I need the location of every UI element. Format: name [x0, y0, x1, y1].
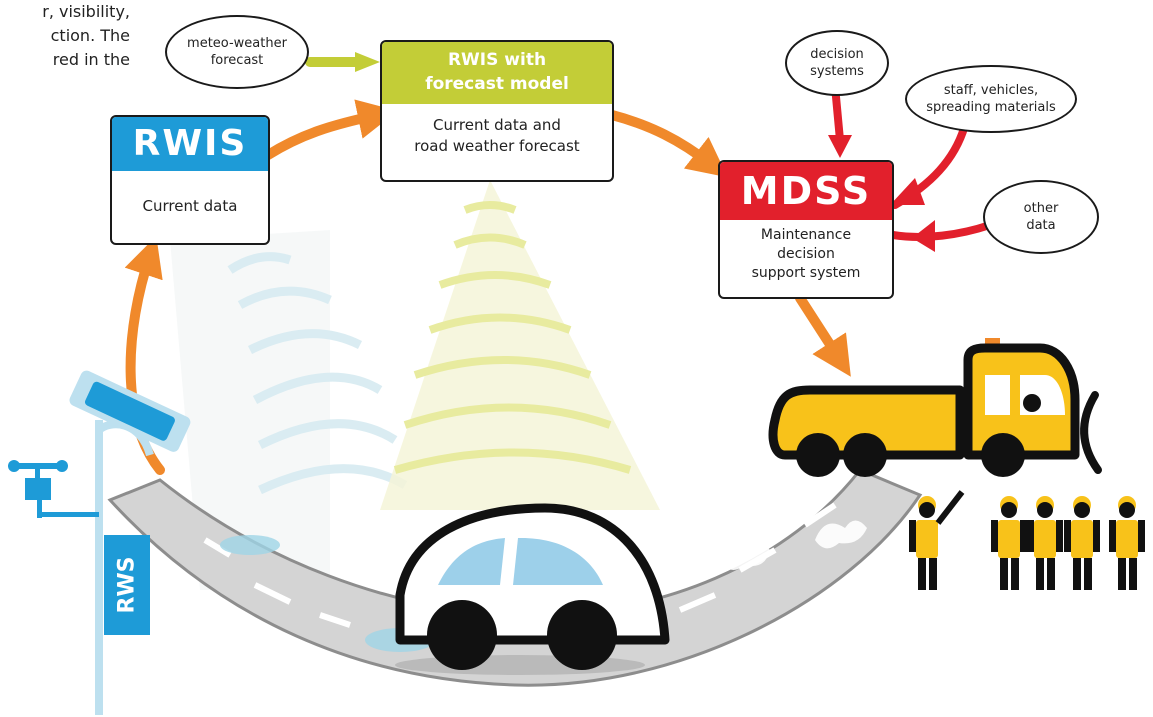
- worker: [1109, 496, 1145, 590]
- workers-icon: [909, 490, 1145, 590]
- decision-systems-bubble: decision systems: [785, 30, 889, 96]
- rwis-forecast-body-line: road weather forecast: [414, 137, 580, 155]
- meteo-forecast-bubble: meteo-weather forecast: [165, 15, 309, 89]
- rwis-forecast-body-line: Current data and: [433, 116, 561, 134]
- rwis-forecast-title-line: forecast model: [425, 74, 569, 94]
- mdss-body-line: support system: [751, 265, 861, 281]
- mdss-body: Maintenance decision support system: [720, 220, 892, 283]
- mdss-body-line: decision: [777, 246, 835, 262]
- snowplow-truck-icon: [768, 338, 1102, 477]
- rws-label: RWS: [104, 535, 150, 635]
- worker: [991, 496, 1027, 590]
- car-icon: [395, 503, 670, 675]
- rws-label-text: RWS: [114, 556, 140, 614]
- decision-systems-label: decision systems: [810, 47, 864, 79]
- worker-pointing: [909, 490, 965, 590]
- intro-line: ction. The: [50, 26, 130, 45]
- worker: [1064, 496, 1100, 590]
- mdss-body-line: Maintenance: [760, 227, 852, 243]
- rwis-title: RWIS: [112, 117, 268, 171]
- rwis-forecast-title: RWIS with forecast model: [382, 42, 612, 104]
- signal-cone-forecast: [380, 180, 660, 510]
- staff-vehicles-label: staff, vehicles, spreading materials: [926, 83, 1056, 115]
- mdss-title: MDSS: [720, 162, 892, 220]
- rwis-body: Current data: [142, 197, 238, 215]
- staff-vehicles-bubble: staff, vehicles, spreading materials: [905, 65, 1077, 133]
- data-flow-arrows: [124, 52, 851, 475]
- intro-line: r, visibility,: [42, 2, 130, 21]
- intro-text: r, visibility, ction. The red in the: [0, 0, 130, 72]
- rwis-forecast-box: RWIS with forecast model Current data an…: [380, 40, 614, 182]
- rwis-box: RWIS Current data: [110, 115, 270, 245]
- other-data-label: other data: [1023, 201, 1059, 233]
- other-data-bubble: other data: [983, 180, 1099, 254]
- rwis-forecast-body: Current data and road weather forecast: [382, 104, 612, 157]
- rwis-forecast-title-line: RWIS with: [447, 50, 547, 70]
- mdss-box: MDSS Maintenance decision support system: [718, 160, 894, 299]
- intro-line: red in the: [52, 50, 130, 69]
- meteo-forecast-label: meteo-weather forecast: [187, 36, 287, 68]
- rws-station: [8, 370, 191, 715]
- worker: [1027, 496, 1063, 590]
